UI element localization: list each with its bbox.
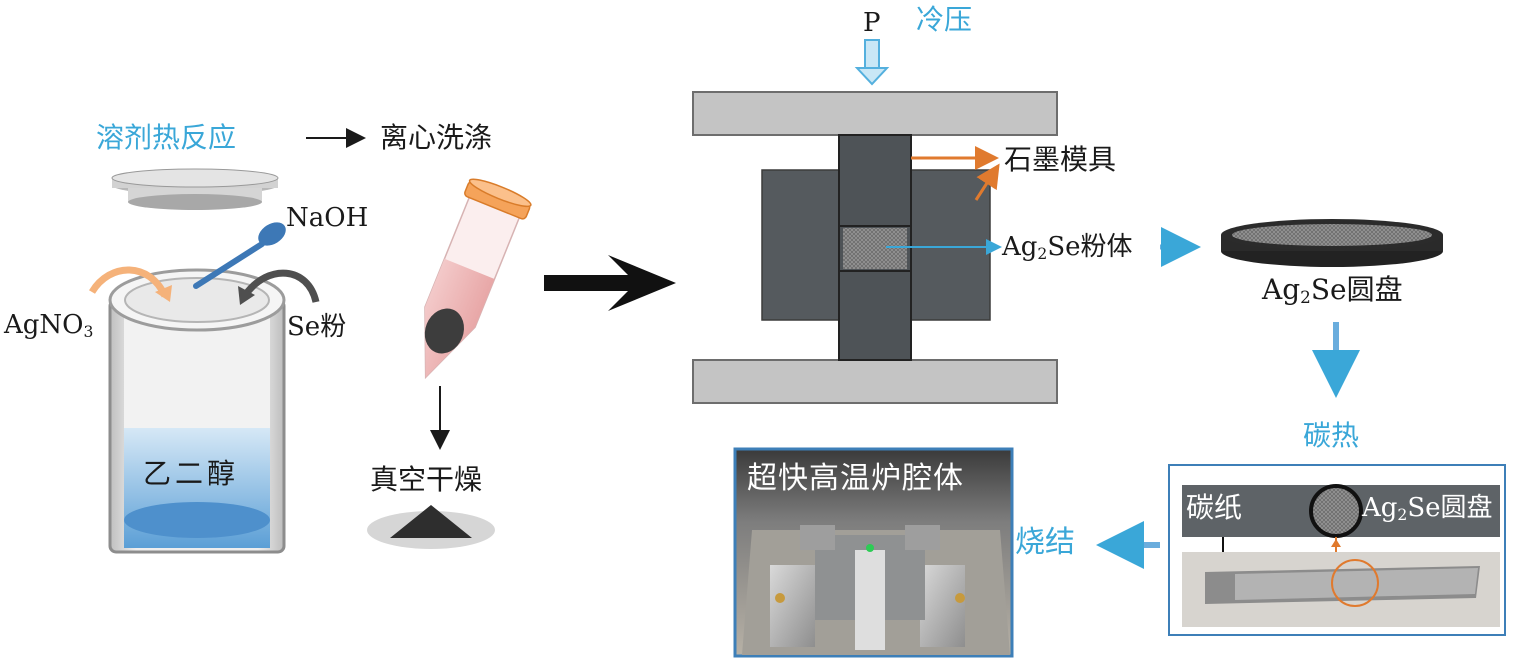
step-sintering-label: 烧结 <box>1015 525 1075 560</box>
agno3-subscript: 3 <box>83 322 94 341</box>
powder-label-pre: Ag <box>1002 232 1038 262</box>
dried-powder-icon <box>367 505 495 549</box>
se-curved-arrow <box>243 269 320 303</box>
inset-disk-label: Ag2Se圆盘 <box>1362 495 1493 523</box>
powder-label-sub: 2 <box>1037 244 1048 263</box>
press-mode-label: 冷压 <box>916 3 973 36</box>
solvent-label: 乙二醇 <box>143 457 240 490</box>
inset-disk-sub: 2 <box>1397 505 1408 524</box>
step-centrifuge-label: 离心洗涤 <box>380 121 493 154</box>
mold-pointer-line-2 <box>974 163 1000 201</box>
powder-label: Ag2Se粉体 <box>1002 234 1133 262</box>
inset-disk-post: Se圆盘 <box>1407 493 1493 523</box>
carbon-paper-panel <box>1168 464 1506 636</box>
centrifuge-tube-icon <box>424 178 532 380</box>
disk-label: Ag2Se圆盘 <box>1262 276 1403 306</box>
furnace-title: 超快高温炉腔体 <box>747 461 964 496</box>
step-vacuum-dry-label: 真空干燥 <box>370 463 483 496</box>
powder-label-post: Se粉体 <box>1047 232 1133 262</box>
naoh-label: NaOH <box>286 203 369 233</box>
spoon-icon <box>193 222 286 289</box>
agno3-label: AgNO3 <box>4 312 93 340</box>
agno3-arrowhead <box>155 285 172 302</box>
sample-disk-icon <box>1221 219 1443 267</box>
disk-label-sub: 2 <box>1300 287 1311 308</box>
disk-label-pre: Ag <box>1262 273 1301 306</box>
step-solvothermal-label: 溶剂热反应 <box>96 121 237 154</box>
agno3-main: AgNO <box>4 310 84 340</box>
inset-disk-pre: Ag <box>1362 493 1398 523</box>
disk-label-post: Se圆盘 <box>1310 273 1403 306</box>
graphite-mold-label: 石墨模具 <box>1004 143 1117 176</box>
hydraulic-press-icon <box>692 91 1058 404</box>
step-carbothermal-label: 碳热 <box>1303 419 1360 452</box>
se-powder-label: Se粉 <box>287 312 347 342</box>
reaction-vessel-icon <box>108 168 286 554</box>
carbon-paper-label: 碳纸 <box>1186 491 1243 524</box>
agno3-curved-arrow <box>89 266 169 298</box>
main-process-arrow <box>544 255 676 311</box>
press-force-label: P <box>863 8 881 38</box>
se-arrowhead <box>238 286 255 305</box>
pressure-arrow-icon <box>854 39 890 86</box>
furnace-photo <box>733 447 1014 658</box>
